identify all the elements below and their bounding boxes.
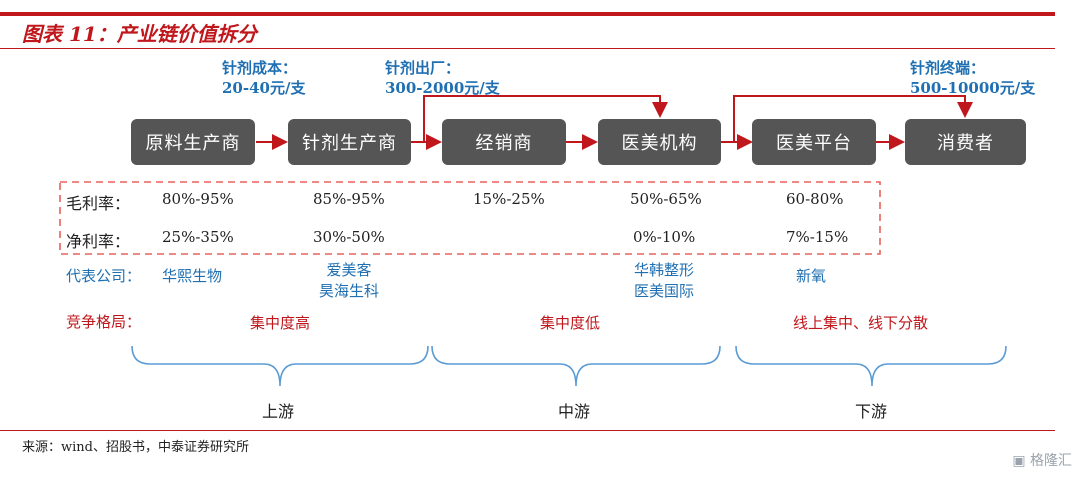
gross-margin-injection: 85%-95% xyxy=(313,190,385,208)
node-platform: 医美平台 xyxy=(752,119,876,165)
brace-upstream xyxy=(131,345,429,387)
stage-downstream: 下游 xyxy=(855,402,888,421)
net-margin-label: 净利率： xyxy=(66,232,131,251)
competition-upstream: 集中度高 xyxy=(250,314,311,332)
source-rule xyxy=(0,430,1055,431)
net-margin-raw: 25%-35% xyxy=(162,228,234,246)
competition-label: 竞争格局： xyxy=(66,313,142,331)
node-raw-material: 原料生产商 xyxy=(131,119,255,165)
node-consumer: 消费者 xyxy=(905,119,1026,165)
retail-price-label: 针剂终端： 500-10000元/支 xyxy=(910,59,1036,97)
retail-flow-arrow xyxy=(733,95,973,142)
source-note: 来源：wind、招股书，中泰证券研究所 xyxy=(22,440,249,455)
figure-title: 图表 11：产业链价值拆分 xyxy=(22,22,257,46)
net-margin-injection: 30%-50% xyxy=(313,228,385,246)
cost-price-label: 针剂成本： 20-40元/支 xyxy=(222,59,306,97)
stage-upstream: 上游 xyxy=(262,402,295,421)
watermark-logo: ▣ 格隆汇 xyxy=(1012,453,1072,469)
gross-margin-distributor: 15%-25% xyxy=(473,190,545,208)
title-rule xyxy=(0,48,1055,49)
gross-margin-clinic: 50%-65% xyxy=(630,190,702,208)
company-raw: 华熙生物 xyxy=(162,267,223,285)
brace-downstream xyxy=(735,345,1007,387)
margin-frame xyxy=(59,181,881,255)
competition-downstream: 线上集中、线下分散 xyxy=(793,314,929,332)
net-margin-platform: 7%-15% xyxy=(786,228,849,246)
node-clinic: 医美机构 xyxy=(598,119,721,165)
company-platform: 新氧 xyxy=(796,267,827,285)
factory-flow-arrow xyxy=(423,95,668,142)
net-margin-clinic: 0%-10% xyxy=(633,228,696,246)
company-clinic: 华韩整形 医美国际 xyxy=(633,261,694,300)
brace-midstream xyxy=(431,345,721,387)
node-distributor: 经销商 xyxy=(442,119,566,165)
gross-margin-platform: 60-80% xyxy=(786,190,844,208)
company-injection: 爱美客 昊海生科 xyxy=(318,261,379,300)
factory-price-label: 针剂出厂： 300-2000元/支 xyxy=(385,59,500,97)
node-injection-maker: 针剂生产商 xyxy=(288,119,411,165)
gross-margin-label: 毛利率： xyxy=(66,194,131,213)
company-label: 代表公司： xyxy=(66,267,142,285)
title-bar xyxy=(0,12,1055,16)
competition-midstream: 集中度低 xyxy=(540,314,601,332)
stage-midstream: 中游 xyxy=(558,402,591,421)
watermark-icon: ▣ xyxy=(1012,453,1026,469)
gross-margin-raw: 80%-95% xyxy=(162,190,234,208)
